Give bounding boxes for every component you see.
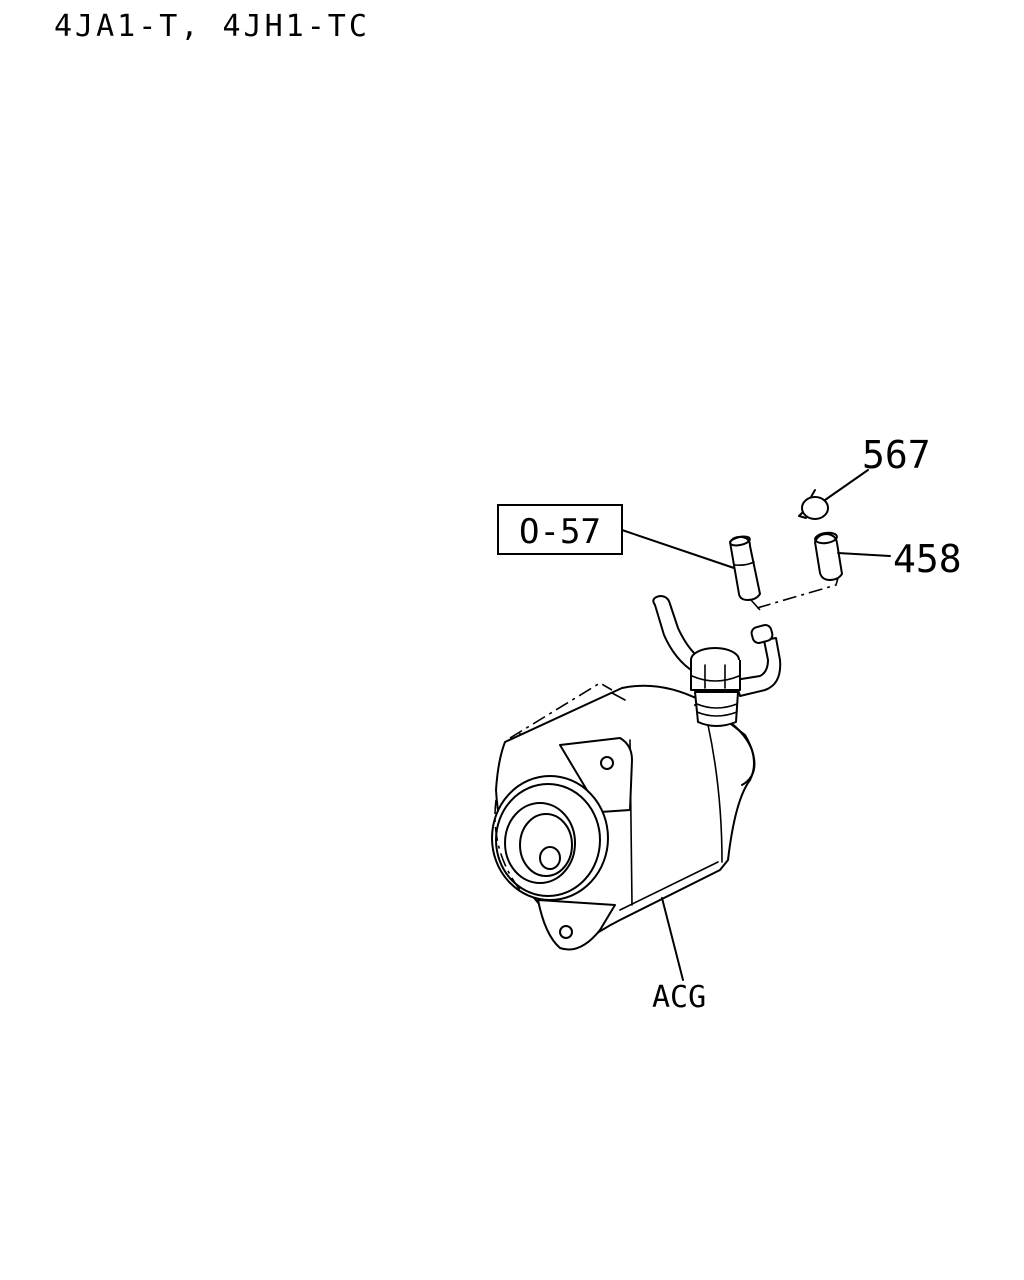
component-label-acg[interactable]: ACG [652,980,706,1015]
leader-line-acg [661,897,684,981]
leader-line-567 [824,469,869,501]
ref-box-label[interactable]: O-57 [519,512,601,552]
page-title: 4JA1-T, 4JH1-TC [54,9,370,44]
part-458-drawing [814,531,843,581]
part-number-458[interactable]: 458 [893,537,962,581]
alternator-drawing [491,682,756,951]
part-number-567[interactable]: 567 [862,433,931,477]
leader-line-ref [621,529,735,569]
vacuum-fitting-drawing [652,595,782,727]
assembly-line [750,577,839,611]
leader-line-458 [837,552,891,557]
part-567-clip-drawing [798,489,829,520]
ref-box-frame [497,504,623,555]
hose-part-drawing [729,535,761,601]
